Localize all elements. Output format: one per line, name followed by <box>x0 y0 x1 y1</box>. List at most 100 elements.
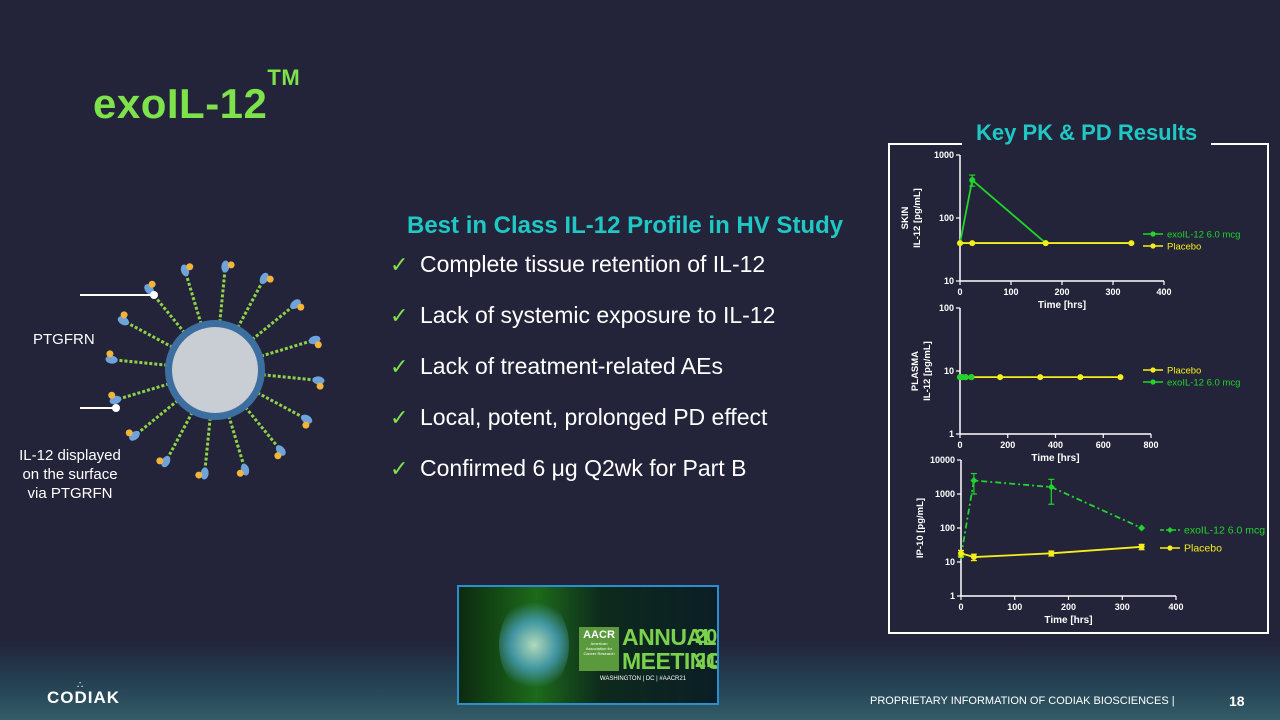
bullet-text: Lack of treatment-related AEs <box>420 353 723 379</box>
il12-subunit-icon <box>106 350 114 358</box>
data-point <box>1048 550 1055 557</box>
ptgfrn-spoke <box>227 415 247 471</box>
y-tick-label: 10 <box>945 557 955 567</box>
footer-proprietary-text: PROPRIETARY INFORMATION OF CODIAK BIOSCI… <box>870 695 1175 707</box>
data-point <box>1037 374 1044 381</box>
il12-subunit-icon <box>266 275 274 283</box>
ptgfrn-pointer-dot <box>150 291 158 299</box>
bullet-text: Complete tissue retention of IL-12 <box>420 251 766 277</box>
bullet-text: Confirmed 6 μg Q2wk for Part B <box>420 455 747 481</box>
x-tick-label: 300 <box>1115 602 1130 612</box>
ptgfrn-spoke <box>256 391 308 421</box>
bullet-item: ✓ Lack of systemic exposure to IL-12 <box>390 302 775 329</box>
year-bottom: 21 <box>695 650 718 672</box>
legend-marker <box>1150 231 1156 237</box>
il12-subunit-icon <box>236 469 244 477</box>
y-tick-label: 1000 <box>935 489 955 499</box>
bullet-item: ✓Lack of treatment-related AEs <box>390 353 723 380</box>
series-line <box>959 178 1047 244</box>
il12-subunit-icon <box>297 303 305 311</box>
ptgfrn-spoke <box>203 417 212 474</box>
data-point <box>1138 543 1145 550</box>
section-subtitle: Best in Class IL-12 Profile in HV Study <box>407 212 844 239</box>
legend-marker <box>1167 527 1173 533</box>
il12-protein-icon <box>301 414 313 424</box>
il12-pointer-dot <box>112 404 120 412</box>
slide-title-text: exoIL-12 <box>93 80 268 127</box>
ptgfrn-spoke <box>114 382 170 402</box>
legend-label: exoIL-12 6.0 mcg <box>1184 525 1265 537</box>
legend-label: exoIL-12 6.0 mcg <box>1167 230 1240 241</box>
data-point <box>969 177 976 184</box>
ptgfrn-spoke <box>122 319 174 349</box>
data-point <box>1077 374 1084 381</box>
data-point <box>968 374 975 381</box>
il12-subunit-icon <box>227 261 235 269</box>
x-tick-label: 800 <box>1143 440 1158 450</box>
bullet-text: Lack of systemic exposure to IL-12 <box>420 302 776 328</box>
page-number: 18 <box>1229 693 1245 709</box>
x-tick-label: 0 <box>958 602 963 612</box>
il12-subunit-icon <box>148 280 156 288</box>
banner-footer-text: WASHINGTON | DC | #AACR21 <box>599 676 687 682</box>
trademark-mark: TM <box>267 65 301 90</box>
check-icon: ✓ <box>390 455 409 481</box>
legend-marker <box>1150 367 1156 373</box>
ptgfrn-spokes <box>105 260 325 480</box>
y-tick-label: 10 <box>944 366 954 376</box>
check-icon: ✓ <box>390 404 409 430</box>
il12-protein-icon <box>312 376 325 385</box>
y-tick-label: 1000 <box>934 150 954 160</box>
exosome-illustration <box>80 260 325 480</box>
legend-label: exoIL-12 6.0 mcg <box>1167 378 1240 389</box>
ptgfrn-spoke <box>260 338 316 358</box>
aacr-logo-text: AACR <box>583 629 615 641</box>
x-axis-label: Time [hrs] <box>1031 453 1079 464</box>
x-tick-label: 200 <box>1061 602 1076 612</box>
bullet-item: ✓ Complete tissue retention of IL-12 <box>390 251 765 278</box>
y-tick-label: 1 <box>950 591 955 601</box>
il12-subunit-icon <box>186 263 194 271</box>
y-axis-label: IL-12 [pg/mL] <box>922 341 933 401</box>
il12-protein-icon <box>259 272 269 284</box>
x-tick-label: 200 <box>1054 287 1069 297</box>
series-line <box>960 545 1142 558</box>
legend-marker <box>1167 545 1173 551</box>
data-point <box>1138 524 1146 532</box>
x-tick-label: 200 <box>1000 440 1015 450</box>
il12-protein-icon <box>200 467 209 480</box>
y-tick-label: 1 <box>949 429 954 439</box>
ptgfrn-spoke <box>183 269 203 325</box>
y-tick-label: 100 <box>939 213 954 223</box>
data-point <box>958 550 964 557</box>
check-icon: ✓ <box>390 251 409 277</box>
data-point <box>970 554 977 561</box>
data-point <box>1117 374 1124 381</box>
data-point <box>957 240 963 247</box>
y-tick-label: 100 <box>939 303 954 313</box>
x-axis-label: Time [hrs] <box>1044 615 1092 626</box>
x-tick-label: 600 <box>1096 440 1111 450</box>
x-tick-label: 400 <box>1156 287 1171 297</box>
bullet-item: ✓Local, potent, prolonged PD effect <box>390 404 767 431</box>
data-point <box>970 476 978 484</box>
ptgfrn-spoke <box>133 399 179 437</box>
y-axis-label: IL-12 [pg/mL] <box>912 188 923 248</box>
data-point <box>997 374 1004 381</box>
ptgfrn-spoke <box>218 266 227 323</box>
ptgfrn-spoke <box>164 411 194 463</box>
banner-artwork <box>499 597 569 693</box>
il12-label: IL-12 displayed on the surface via PTGRF… <box>19 447 121 502</box>
data-point <box>1047 483 1055 491</box>
y-axis-label: PLASMA <box>910 351 921 391</box>
slide-title: exoIL-12TM <box>93 65 300 128</box>
x-tick-label: 0 <box>957 440 962 450</box>
check-icon: ✓ <box>390 302 409 328</box>
y-tick-label: 10 <box>944 276 954 286</box>
il12-subunit-icon <box>316 382 324 390</box>
x-tick-label: 100 <box>1007 602 1022 612</box>
il12-subunit-icon <box>108 391 116 399</box>
